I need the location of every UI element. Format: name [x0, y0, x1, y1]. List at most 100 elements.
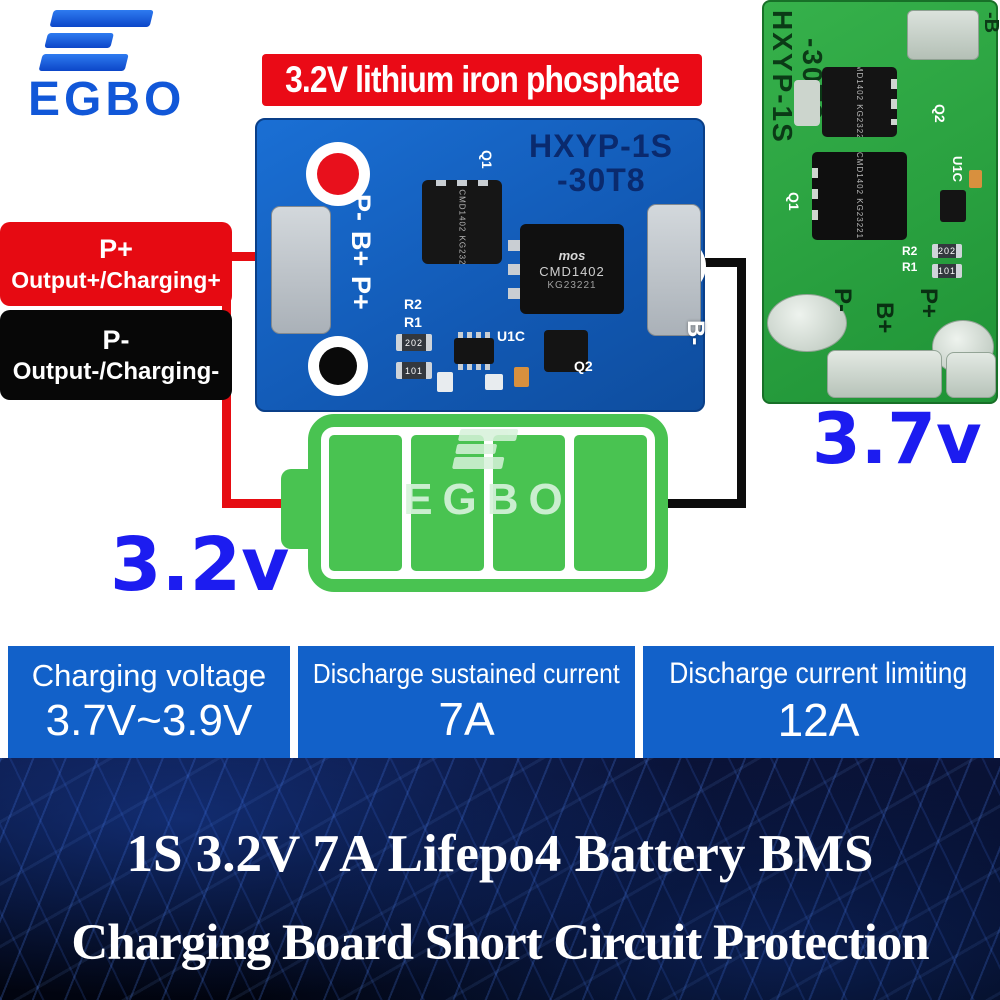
negative-terminal-callout: P- Output-/Charging- — [0, 310, 232, 400]
pad-labels-column: P- B+ P+ — [345, 194, 376, 310]
spec-label: Charging voltage — [31, 658, 267, 693]
brand-logo-icon — [38, 10, 163, 72]
pad-label-b-minus: -B — [980, 12, 1000, 34]
solder-tab — [794, 80, 820, 126]
logo-bar — [38, 54, 129, 71]
headline-text: 3.2V lithium iron phosphate — [284, 59, 680, 100]
mosfet-q1: mos CMD1402 KG23221 — [422, 180, 502, 264]
solder-pad-left — [271, 206, 331, 334]
logo-bar — [451, 457, 505, 469]
bms-board-blue: P- B+ P+ B- HXYP-1S -30T8 mos CMD1402 KG… — [255, 118, 709, 412]
silkscreen-u1c: U1C — [497, 328, 526, 344]
smd-resistor: 202 — [932, 244, 962, 258]
silkscreen-q2: Q2 — [574, 358, 593, 374]
mosfet-large: CMD1402 KG23221 — [812, 152, 907, 240]
battery-cell — [329, 435, 402, 571]
spec-charging-voltage: Charging voltage 3.7V~3.9V — [8, 646, 290, 758]
negative-wire-segment — [737, 258, 746, 508]
smd-code: 202 — [937, 246, 957, 256]
logo-bar — [44, 33, 114, 48]
logo-bar — [49, 10, 154, 27]
protection-ic — [454, 332, 494, 370]
solder-pad-top — [907, 10, 979, 60]
footer-subtitle: Charging Board Short Circuit Protection — [71, 915, 929, 971]
board-model-line1: HXYP-1S — [767, 10, 798, 144]
solder-pad-rect — [827, 350, 942, 398]
spec-discharge-current-limiting: Discharge current limiting 12A — [643, 646, 994, 758]
battery-cell — [492, 435, 566, 571]
pad-label-b-minus: B- — [682, 320, 709, 346]
logo-bar — [455, 444, 498, 454]
brand-name: EGBO — [28, 73, 186, 126]
hole-pad — [317, 153, 359, 195]
spec-discharge-sustained-current: Discharge sustained current 7A — [298, 646, 635, 758]
protection-ic — [940, 190, 966, 222]
smd-capacitor — [969, 170, 982, 188]
negative-wire-segment — [680, 258, 746, 267]
pad-label-p-minus: P- — [346, 194, 376, 221]
battery-watermark: EGBO — [321, 429, 655, 525]
mosfet-marking: mos CMD1402 KG23221 — [457, 180, 467, 264]
silkscreen-q1: Q1 — [479, 150, 495, 169]
footer-title: 1S 3.2V 7A Lifepo4 Battery BMS — [126, 825, 874, 883]
callout-title: P- — [102, 324, 130, 355]
spec-value: 3.7V~3.9V — [45, 696, 253, 745]
pad-label-b-plus: B+ — [871, 302, 898, 334]
bms-board-green: HXYP-1S -30T8 -B CMD1402 KG23221 Q2 CMD1… — [762, 0, 1000, 404]
smd-resistor: 101 — [396, 362, 432, 379]
headline-banner: 3.2V lithium iron phosphate — [262, 54, 702, 106]
callout-subtitle: Output-/Charging- — [12, 357, 220, 385]
solder-pad-rect — [946, 352, 996, 398]
smd-resistor: 202 — [396, 334, 432, 351]
mosfet-marking: CMD1402 KG23221 — [855, 152, 864, 240]
mosfet-date-code: KG23221 — [547, 279, 597, 291]
smd-code: 101 — [404, 365, 424, 376]
pad-label-b-plus: B+ — [346, 231, 376, 267]
spec-value: 12A — [777, 694, 860, 746]
battery-cell — [574, 435, 647, 571]
positive-terminal-callout: P+ Output+/Charging+ — [0, 222, 232, 306]
spec-label: Discharge sustained current — [313, 658, 620, 689]
pad-label-p-plus: P+ — [346, 276, 376, 311]
voltage-label-3-7v: 3.7v — [812, 398, 982, 480]
footer-banner: 1S 3.2V 7A Lifepo4 Battery BMS Charging … — [0, 758, 1000, 1000]
voltage-label-3-2v: 3.2v — [110, 522, 290, 608]
solder-pad-right — [647, 204, 701, 336]
logo-bar — [457, 429, 519, 441]
board-model-line2: -30T8 — [557, 162, 646, 198]
callout-subtitle: Output+/Charging+ — [11, 267, 221, 293]
mosfet-small: CMD1402 KG23221 — [822, 67, 897, 137]
silkscreen-q2: Q2 — [932, 104, 948, 123]
mosfet-marking: CMD1402 KG23221 — [855, 67, 864, 137]
silkscreen-r2: R2 — [902, 244, 918, 258]
watermark-logo-icon — [451, 429, 525, 471]
silkscreen-q1: Q1 — [786, 192, 802, 211]
spec-value: 7A — [438, 693, 495, 745]
battery-icon: EGBO — [281, 414, 668, 592]
callout-title: P+ — [99, 234, 133, 264]
negative-wire-segment — [662, 499, 746, 508]
positive-wire-segment — [222, 499, 294, 508]
solder-pad-oval — [767, 294, 847, 352]
smd-resistor: 101 — [932, 264, 962, 278]
board-hole-positive — [306, 142, 370, 206]
smd-code: 202 — [404, 337, 424, 348]
silkscreen-u1c: U1C — [950, 156, 965, 183]
watermark-text: EGBO — [403, 475, 573, 524]
hole-pad — [319, 347, 357, 385]
board-model-line1: HXYP-1S — [529, 128, 673, 164]
smd-code: 101 — [937, 266, 957, 276]
battery-terminal-nub — [281, 469, 313, 549]
smd-capacitor — [514, 367, 529, 387]
mosfet-part-number: CMD1402 — [539, 263, 605, 279]
pad-label-p-minus: P- — [829, 288, 856, 312]
silkscreen-r1: R1 — [902, 260, 918, 274]
mosfet-brand: mos — [558, 247, 586, 263]
smd-pad — [437, 372, 453, 392]
silkscreen-r1: R1 — [404, 314, 422, 330]
pad-label-p-plus: P+ — [915, 288, 942, 319]
mosfet-main: mos CMD1402 KG23221 — [508, 224, 624, 314]
board-hole-negative — [308, 336, 368, 396]
mosfet-q2 — [544, 330, 588, 372]
